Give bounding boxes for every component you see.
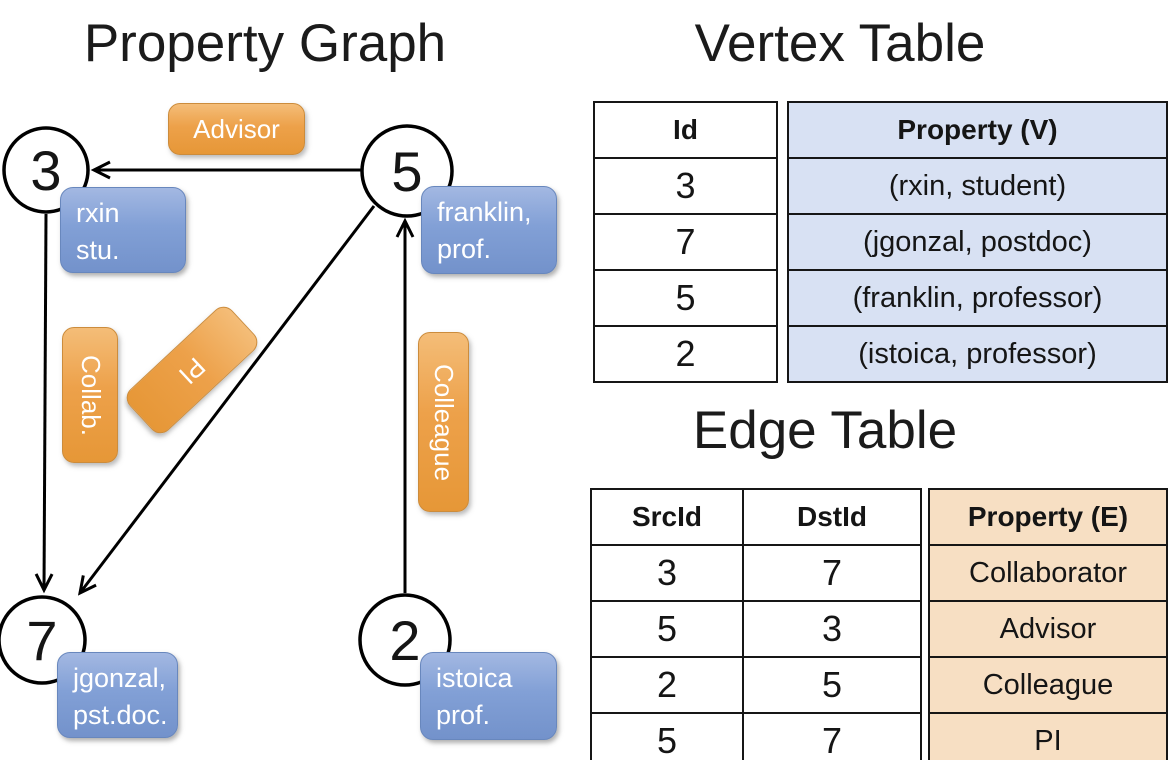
edge-dstid-cell: 3 bbox=[742, 600, 922, 658]
table-row: (rxin, student) bbox=[787, 157, 1168, 215]
vertex-property-header: Property (V) bbox=[787, 101, 1168, 159]
property-graph-title: Property Graph bbox=[83, 14, 447, 73]
vertex-id-header: Id bbox=[593, 101, 778, 159]
vertex-property-box-5: franklin, prof. bbox=[421, 186, 557, 274]
table-row: 7 bbox=[593, 213, 778, 271]
vertex-table-id-column: Id 3 7 5 2 bbox=[593, 101, 778, 383]
vertex-property-cell: (franklin, professor) bbox=[787, 269, 1168, 327]
edge-label-text: Colleague bbox=[429, 363, 459, 481]
vertex-id-cell: 5 bbox=[593, 269, 778, 327]
table-header-row: SrcId DstId bbox=[590, 488, 922, 546]
edge-label-colleague: Colleague bbox=[418, 332, 469, 512]
edge-property-cell: Colleague bbox=[928, 656, 1168, 714]
edge-dstid-cell: 7 bbox=[742, 544, 922, 602]
edge-table-property-column: Property (E) Collaborator Advisor Collea… bbox=[928, 488, 1168, 760]
vertex-property-line: rxin bbox=[76, 198, 120, 228]
edge-dstid-cell: 5 bbox=[742, 656, 922, 714]
edge-property-cell: Collaborator bbox=[928, 544, 1168, 602]
vertex-property-cell: (rxin, student) bbox=[787, 157, 1168, 215]
table-row: (istoica, professor) bbox=[787, 325, 1168, 383]
edge-table-title: Edge Table bbox=[692, 401, 958, 460]
vertex-property-line: pst.doc. bbox=[73, 700, 168, 730]
edge-label-collab: Collab. bbox=[62, 327, 118, 463]
vertex-property-line: franklin, bbox=[437, 197, 532, 227]
table-header-row: Property (E) bbox=[928, 488, 1168, 546]
node-7-id: 7 bbox=[26, 609, 57, 672]
table-row: 5 3 bbox=[590, 600, 922, 658]
table-header-row: Id bbox=[593, 101, 778, 159]
vertex-id-cell: 2 bbox=[593, 325, 778, 383]
table-row: 2 5 bbox=[590, 656, 922, 714]
edge-srcid-cell: 2 bbox=[590, 656, 744, 714]
table-row: PI bbox=[928, 712, 1168, 760]
edge-label-advisor: Advisor bbox=[168, 103, 305, 155]
table-row: 3 bbox=[593, 157, 778, 215]
edge-srcid-cell: 5 bbox=[590, 712, 744, 760]
edge-property-cell: PI bbox=[928, 712, 1168, 760]
vertex-property-cell: (istoica, professor) bbox=[787, 325, 1168, 383]
edge-collaborator-3-to-7 bbox=[34, 213, 54, 594]
node-3-id: 3 bbox=[30, 139, 61, 202]
vertex-property-box-7: jgonzal, pst.doc. bbox=[57, 652, 178, 738]
vertex-id-cell: 7 bbox=[593, 213, 778, 271]
table-row: 5 bbox=[593, 269, 778, 327]
edge-property-header: Property (E) bbox=[928, 488, 1168, 546]
edge-dstid-header: DstId bbox=[742, 488, 922, 546]
vertex-property-line: istoica bbox=[436, 663, 513, 693]
edge-table-id-columns: SrcId DstId 3 7 5 3 2 5 5 7 bbox=[590, 488, 922, 760]
table-header-row: Property (V) bbox=[787, 101, 1168, 159]
vertex-property-cell: (jgonzal, postdoc) bbox=[787, 213, 1168, 271]
table-row: 2 bbox=[593, 325, 778, 383]
table-row: Collaborator bbox=[928, 544, 1168, 602]
vertex-table-title: Vertex Table bbox=[694, 14, 986, 73]
vertex-property-line: jgonzal, bbox=[73, 663, 167, 693]
edge-srcid-cell: 5 bbox=[590, 600, 744, 658]
table-row: (franklin, professor) bbox=[787, 269, 1168, 327]
vertex-property-line: stu. bbox=[76, 235, 120, 265]
table-row: Advisor bbox=[928, 600, 1168, 658]
property-graph-diagram: 3 5 7 2 bbox=[0, 124, 454, 687]
edge-srcid-header: SrcId bbox=[590, 488, 744, 546]
vertex-table-property-column: Property (V) (rxin, student) (jgonzal, p… bbox=[787, 101, 1168, 383]
vertex-property-line: prof. bbox=[436, 700, 491, 730]
edge-srcid-cell: 3 bbox=[590, 544, 744, 602]
edge-label-text: Collab. bbox=[75, 354, 106, 436]
vertex-property-box-2: istoica prof. bbox=[420, 652, 557, 740]
vertex-property-box-3: rxin stu. bbox=[60, 187, 186, 273]
edge-label-text: PI bbox=[173, 351, 212, 390]
edge-label-text: Advisor bbox=[193, 113, 280, 144]
node-5-id: 5 bbox=[391, 140, 422, 203]
edge-dstid-cell: 7 bbox=[742, 712, 922, 760]
edge-property-cell: Advisor bbox=[928, 600, 1168, 658]
vertex-id-cell: 3 bbox=[593, 157, 778, 215]
table-row: 3 7 bbox=[590, 544, 922, 602]
node-2-id: 2 bbox=[389, 609, 420, 672]
vertex-property-line: prof. bbox=[437, 234, 492, 264]
edge-pi-5-to-7 bbox=[77, 205, 376, 596]
table-row: Colleague bbox=[928, 656, 1168, 714]
table-row: 5 7 bbox=[590, 712, 922, 760]
table-row: (jgonzal, postdoc) bbox=[787, 213, 1168, 271]
